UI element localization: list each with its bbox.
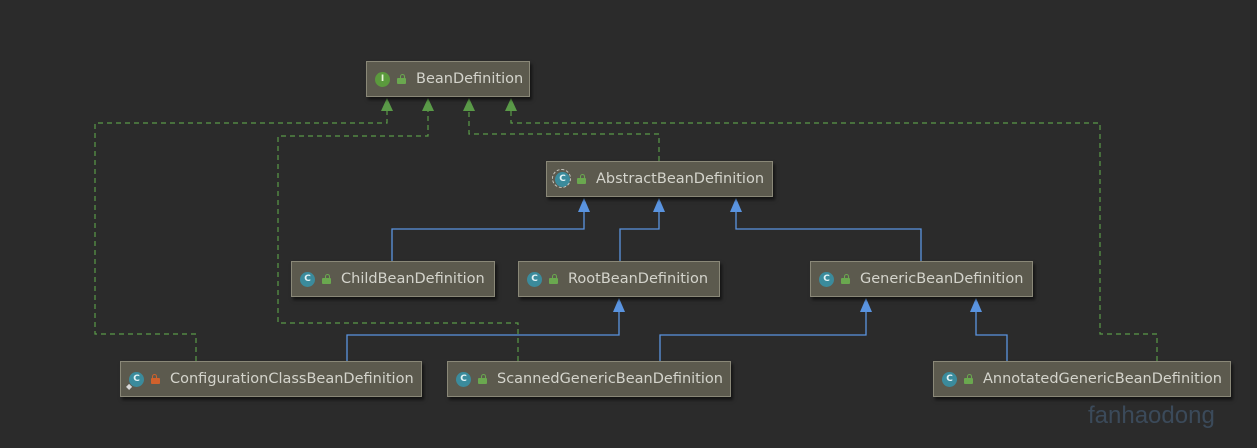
extends-edges: [346, 205, 1008, 361]
arrowhead: [730, 198, 742, 212]
class-icon: C: [819, 271, 834, 287]
edge-annotated-to-beandefinition: [510, 104, 1158, 361]
implements-arrowheads: [381, 98, 517, 111]
implements-edges: [94, 104, 1158, 361]
interface-icon: I: [375, 71, 390, 87]
edge-scanned-to-beandefinition: [277, 104, 519, 361]
node-label: GenericBeanDefinition: [860, 271, 1024, 287]
public-lock-icon: [576, 174, 587, 184]
edge-generic-to-abstract: [735, 205, 922, 261]
public-lock-icon: [963, 374, 974, 384]
class-icon: C◆: [126, 371, 144, 391]
static-badge-icon: ◆: [126, 381, 133, 391]
arrowhead: [970, 298, 982, 312]
class-icon: C: [527, 271, 542, 287]
edge-child-to-abstract: [391, 205, 585, 261]
node-scanned-generic-bean-definition[interactable]: C ScannedGenericBeanDefinition: [447, 361, 731, 397]
edge-abstract-to-beandefinition: [468, 104, 660, 161]
arrowhead: [505, 98, 517, 111]
abstract-class-icon: C: [552, 168, 571, 188]
extends-arrowheads: [578, 198, 982, 312]
node-label: ScannedGenericBeanDefinition: [497, 371, 723, 387]
class-icon: C: [942, 371, 957, 387]
node-label: AbstractBeanDefinition: [596, 171, 765, 187]
arrowhead: [381, 98, 393, 111]
arrowhead: [578, 198, 590, 212]
node-label: AnnotatedGenericBeanDefinition: [983, 371, 1222, 387]
public-lock-icon: [321, 274, 332, 284]
class-icon: C: [300, 271, 315, 287]
class-icon: C: [456, 371, 471, 387]
node-label: ConfigurationClassBeanDefinition: [170, 371, 414, 387]
arrowhead: [860, 298, 872, 312]
node-child-bean-definition[interactable]: C ChildBeanDefinition: [291, 261, 495, 297]
public-lock-icon: [840, 274, 851, 284]
node-abstract-bean-definition[interactable]: C AbstractBeanDefinition: [546, 161, 773, 197]
public-lock-icon: [548, 274, 559, 284]
arrowhead: [422, 98, 434, 111]
node-bean-definition[interactable]: I BeanDefinition: [366, 61, 530, 97]
node-label: ChildBeanDefinition: [341, 271, 485, 287]
edge-root-to-abstract: [619, 205, 660, 261]
node-label: RootBeanDefinition: [568, 271, 709, 287]
node-configuration-class-bean-definition[interactable]: C◆ ConfigurationClassBeanDefinition: [120, 361, 422, 397]
edge-scanned-to-generic: [659, 306, 867, 361]
private-lock-icon: [150, 374, 161, 384]
public-lock-icon: [477, 374, 488, 384]
watermark: fanhaodong: [1088, 402, 1215, 429]
edge-configclass-to-beandefinition: [94, 104, 388, 361]
edge-configclass-to-root: [346, 306, 620, 361]
arrowhead: [613, 298, 625, 312]
arrowhead: [653, 198, 665, 212]
node-label: BeanDefinition: [416, 71, 524, 87]
edge-annotated-to-generic: [975, 306, 1008, 361]
public-lock-icon: [396, 74, 407, 84]
node-annotated-generic-bean-definition[interactable]: C AnnotatedGenericBeanDefinition: [933, 361, 1231, 397]
node-generic-bean-definition[interactable]: C GenericBeanDefinition: [810, 261, 1033, 297]
arrowhead: [463, 98, 475, 111]
node-root-bean-definition[interactable]: C RootBeanDefinition: [518, 261, 720, 297]
